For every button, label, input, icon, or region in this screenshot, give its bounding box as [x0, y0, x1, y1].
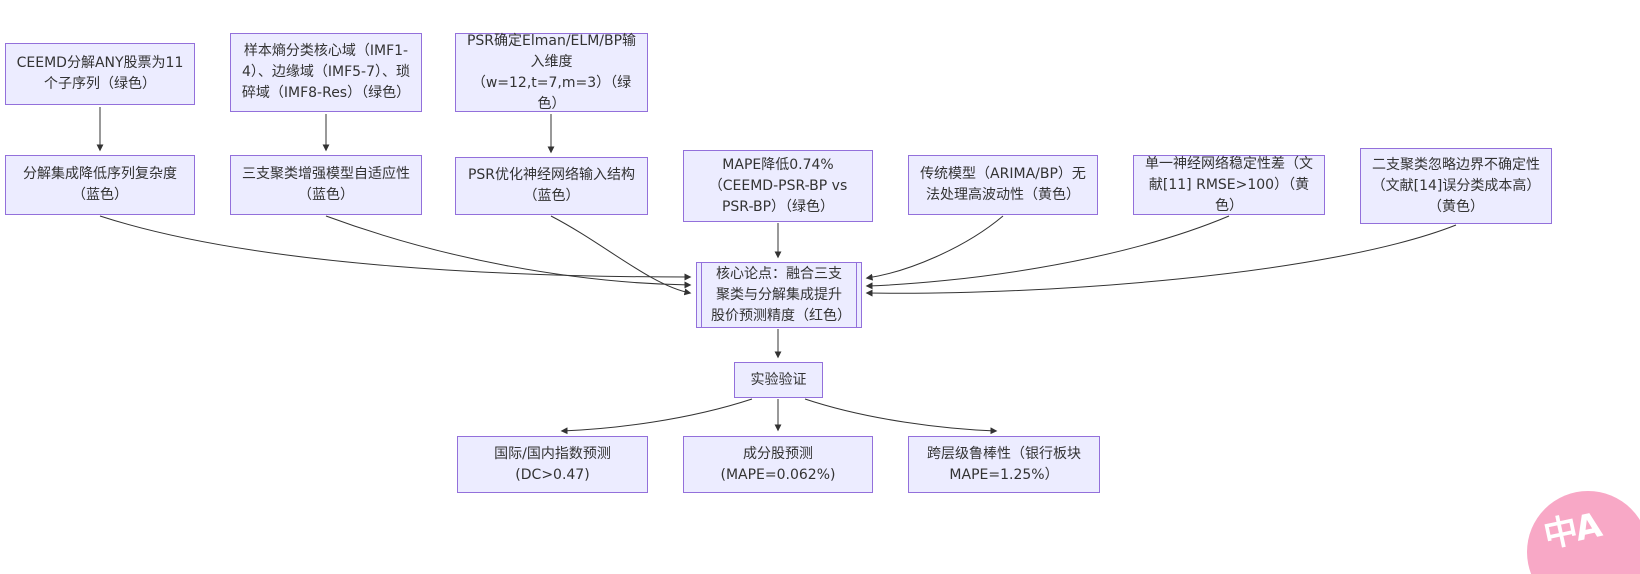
edge-singlenn-to-core	[865, 215, 1230, 290]
node-component-stock-prediction: 成分股预测 (MAPE=0.062%)	[683, 436, 873, 493]
node-psr-structure: PSR优化神经网络输入结构（蓝色）	[455, 157, 648, 215]
node-index-prediction: 国际/国内指数预测 (DC>0.47)	[457, 436, 648, 493]
node-sample-entropy: 样本熵分类核心域（IMF1-4）、边缘域（IMF5-7）、琐碎域（IMF8-Re…	[230, 33, 422, 112]
node-experiment-validation: 实验验证	[734, 362, 823, 398]
node-single-nn-instability: 单一神经网络稳定性差（文献[11] RMSE>100）（黄色）	[1133, 155, 1325, 215]
edge-experiment-to-robustness	[804, 398, 998, 435]
node-decomposition-complexity: 分解集成降低序列复杂度（蓝色）	[5, 155, 195, 215]
edge-clustering-to-core	[325, 215, 692, 289]
edge-complexity-to-core	[99, 215, 692, 281]
edge-experiment-to-index	[560, 398, 753, 435]
node-mape-reduction: MAPE降低0.74%（CEEMD-PSR-BP vs PSR-BP）（绿色）	[683, 150, 873, 222]
translate-badge-label: 中A	[1540, 505, 1604, 557]
node-psr-input-dimension: PSR确定Elman/ELM/BP输入维度（w=12,t=7,m=3）（绿色）	[455, 33, 648, 112]
edge-psrstructure-to-core	[550, 215, 692, 296]
node-two-way-clustering-limit: 二支聚类忽略边界不确定性（文献[14]误分类成本高）（黄色）	[1360, 148, 1552, 224]
node-three-way-clustering: 三支聚类增强模型自适应性（蓝色）	[230, 155, 422, 215]
node-cross-level-robustness: 跨层级鲁棒性（银行板块 MAPE=1.25%）	[908, 436, 1100, 493]
edge-traditional-to-core	[865, 215, 1004, 281]
edge-twoway-to-core	[865, 224, 1457, 297]
node-ceemd-decompose: CEEMD分解ANY股票为11个子序列（绿色）	[5, 43, 195, 105]
node-core-thesis: 核心论点：融合三支聚类与分解集成提升股价预测精度（红色）	[696, 262, 862, 328]
node-traditional-model-limit: 传统模型（ARIMA/BP）无法处理高波动性（黄色）	[908, 155, 1098, 215]
